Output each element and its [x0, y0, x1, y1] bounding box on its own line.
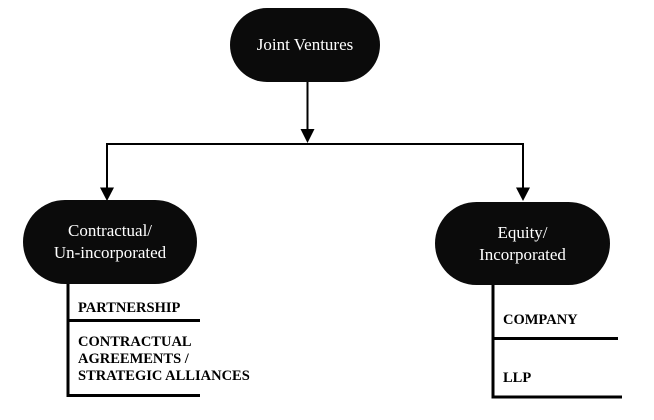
node-contractual-label-line2: Un-incorporated: [53, 243, 167, 262]
arrowhead-left: [100, 187, 114, 201]
arrowhead-right: [516, 187, 530, 201]
label-llp: LLP: [503, 370, 532, 386]
node-joint-ventures-label: Joint Ventures: [256, 35, 354, 54]
label-contractual-agreements-strategic-alliances: CONTRACTUAL AGREEMENTS / STRATEGIC ALLIA…: [78, 334, 250, 384]
label-company: COMPANY: [503, 312, 578, 328]
arrowhead-root: [300, 129, 315, 143]
node-joint-ventures: Joint Ventures: [230, 8, 380, 82]
node-equity-label-line1: Equity/: [497, 222, 548, 242]
label-partnership: PARTNERSHIP: [78, 300, 181, 316]
node-contractual-unincorporated: Contractual/ Un-incorporated: [23, 200, 197, 284]
node-contractual-label-line1: Contractual/: [67, 221, 153, 240]
node-equity-label-line2: Incorporated: [479, 244, 566, 264]
node-equity-incorporated: Equity/ Incorporated: [435, 202, 610, 285]
